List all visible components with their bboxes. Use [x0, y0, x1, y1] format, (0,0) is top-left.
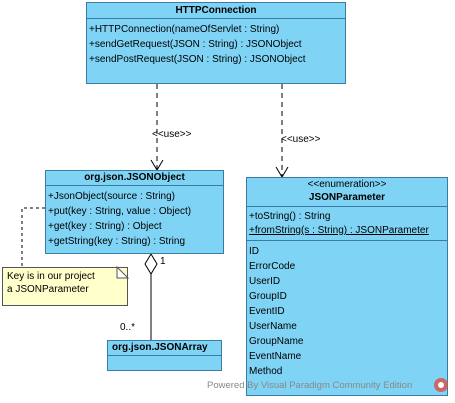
class-jsonparameter[interactable]: <<enumeration>> JSONParameter +toString(…	[246, 177, 448, 396]
enum-literal: UserName	[249, 321, 297, 332]
enum-literal: ID	[249, 246, 259, 257]
class-jsonobject[interactable]: org.json.JSONObject +JsonObject(source :…	[45, 170, 224, 254]
class-header: <<enumeration>> JSONParameter	[247, 178, 447, 207]
class-name: JSONParameter	[308, 192, 386, 203]
operation: +getString(key : String) : String	[48, 236, 186, 247]
operations-section: +toString() : String +fromString(s : Str…	[247, 207, 447, 241]
stereotype-label: <<enumeration>>	[307, 179, 387, 190]
operation: +sendGetRequest(JSON : String) : JSONObj…	[89, 39, 302, 50]
watermark-text: Powered By Visual Paradigm Community Edi…	[207, 380, 413, 391]
note-anchor-line	[21, 207, 45, 267]
operations-section: +HTTPConnection(nameOfServlet : String) …	[87, 19, 345, 69]
static-operation: +fromString(s : String) : JSONParameter	[249, 225, 429, 236]
enum-literal: GroupID	[249, 291, 287, 302]
class-name: HTTPConnection	[87, 3, 345, 19]
operation: +toString() : String	[249, 211, 331, 222]
enum-literal: Method	[249, 366, 283, 377]
class-jsonarray[interactable]: org.json.JSONArray	[107, 340, 222, 371]
operation: +JsonObject(source : String)	[48, 191, 175, 202]
use-label-2: <<use>>	[281, 134, 321, 145]
literals-section: ID ErrorCode UserID GroupID EventID User…	[247, 241, 447, 381]
multiplicity-one: 1	[160, 256, 166, 267]
operation: +put(key : String, value : Object)	[48, 206, 192, 217]
operation: +HTTPConnection(nameOfServlet : String)	[89, 24, 280, 35]
empty-section	[108, 356, 221, 359]
enum-literal: UserID	[249, 276, 281, 287]
aggregation-diamond	[144, 253, 158, 275]
note-line: a JSONParameter	[7, 284, 89, 295]
class-name: org.json.JSONArray	[108, 341, 221, 356]
enum-literal: ErrorCode	[249, 261, 296, 272]
operation: +get(key : String) : Object	[48, 221, 162, 232]
use-label-1: <<use>>	[152, 129, 192, 140]
note-line: Key is in our project	[7, 271, 95, 282]
enum-literal: EventName	[249, 351, 302, 362]
enum-literal: EventID	[249, 306, 285, 317]
multiplicity-many: 0..*	[120, 322, 136, 333]
class-name: org.json.JSONObject	[46, 171, 223, 186]
note[interactable]: Key is in our project a JSONParameter	[2, 267, 128, 306]
operations-section: +JsonObject(source : String) +put(key : …	[46, 186, 223, 251]
enum-literal: GroupName	[249, 336, 304, 347]
operation: +sendPostRequest(JSON : String) : JSONOb…	[89, 54, 306, 65]
class-httpconnection[interactable]: HTTPConnection +HTTPConnection(nameOfSer…	[86, 2, 346, 84]
